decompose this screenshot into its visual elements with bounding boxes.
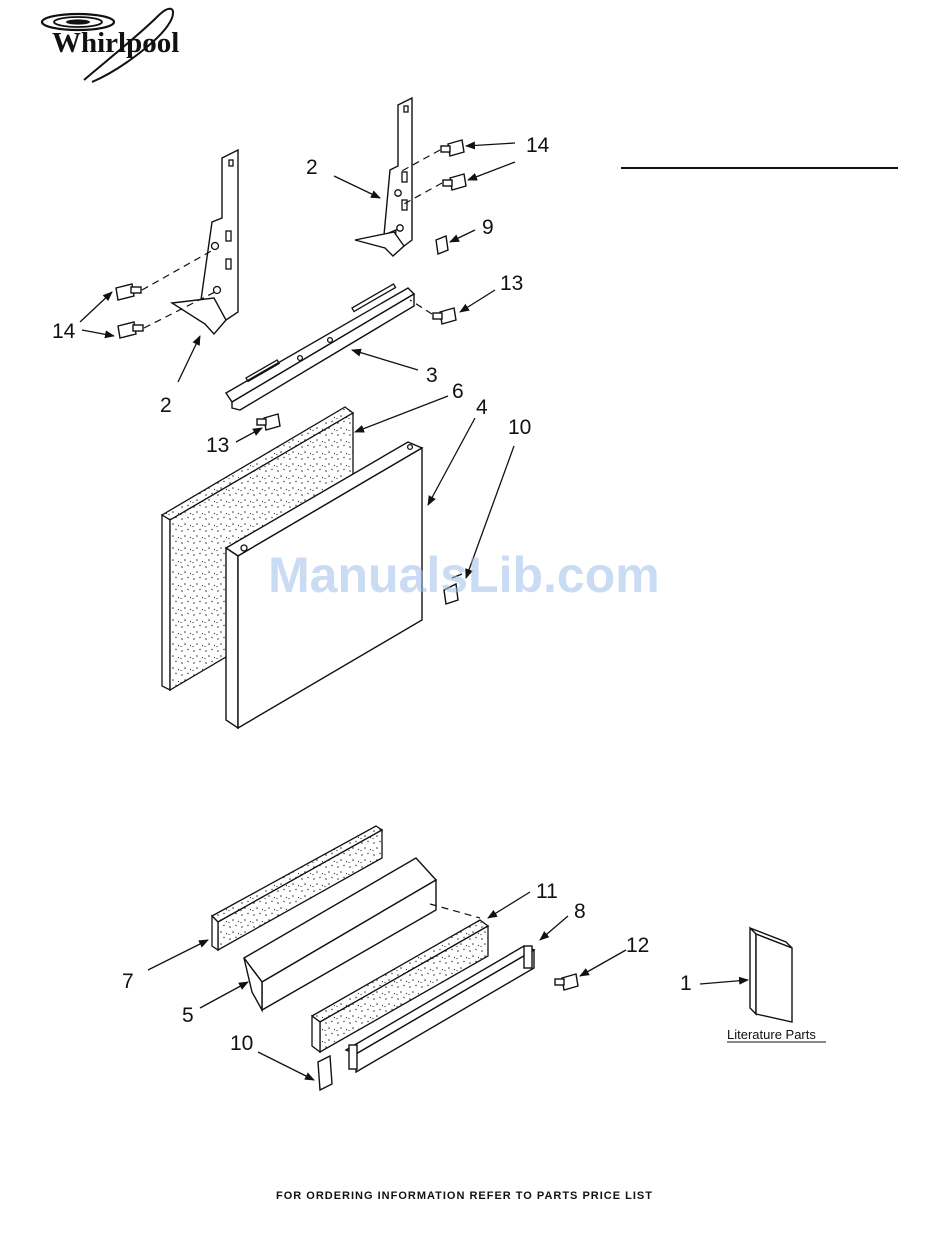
callout-11: 11: [536, 880, 558, 903]
clip-10-lower: [318, 1056, 332, 1090]
callout-14-right: 14: [526, 134, 550, 157]
watermark: ManualsLib.com: [268, 547, 660, 603]
callout-13-left: 13: [206, 434, 229, 457]
callout-2-right: 2: [306, 156, 318, 179]
callout-4: 4: [476, 396, 488, 419]
left-hinge-bracket: [172, 150, 238, 334]
callout-13-right: 13: [500, 272, 523, 295]
whirlpool-logo: Whirlpool: [42, 9, 179, 82]
callout-10-lower: 10: [230, 1032, 253, 1055]
callout-12: 12: [626, 934, 649, 957]
screw-14-lower-right: [443, 174, 466, 190]
literature-booklet: [750, 928, 792, 1022]
mounting-rail: [226, 284, 414, 410]
screw-14-lower-left: [118, 322, 143, 338]
callout-10-upper: 10: [508, 416, 531, 439]
right-hinge-bracket: [355, 98, 412, 256]
screw-14-upper-left: [116, 284, 141, 300]
screw-13-left: [257, 414, 280, 430]
callout-14-left: 14: [52, 320, 76, 343]
literature-parts-label: Literature Parts: [727, 1027, 816, 1042]
screw-12: [555, 974, 578, 990]
clip-9: [436, 236, 448, 254]
screw-14-upper-right: [441, 140, 464, 156]
footer-ordering-info: FOR ORDERING INFORMATION REFER TO PARTS …: [276, 1190, 653, 1202]
callout-2-left: 2: [160, 394, 172, 417]
screw-13-right: [433, 308, 456, 324]
logo-text: Whirlpool: [52, 27, 179, 59]
callout-8: 8: [574, 900, 586, 923]
callout-9: 9: [482, 216, 494, 239]
callout-6: 6: [452, 380, 464, 403]
callout-3: 3: [426, 364, 438, 387]
callout-1: 1: [680, 972, 692, 995]
callout-7: 7: [122, 970, 134, 993]
callout-5: 5: [182, 1004, 194, 1027]
